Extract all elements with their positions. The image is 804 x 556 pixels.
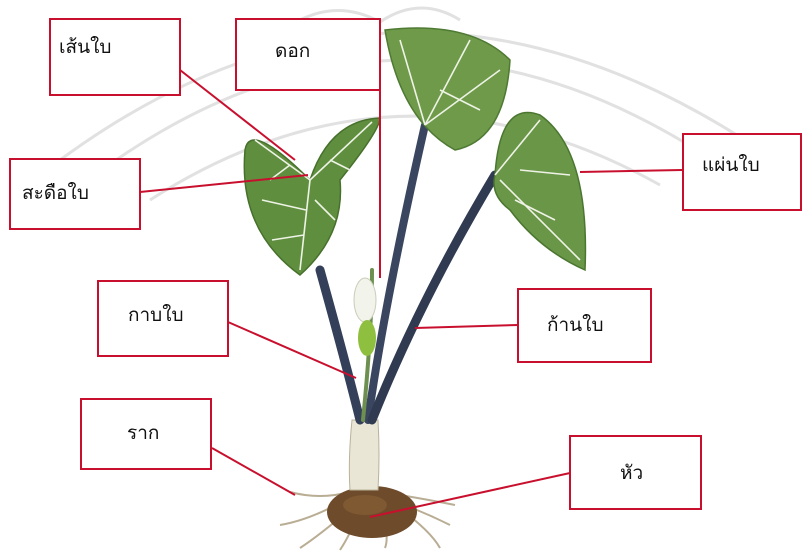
top-leaf [385, 28, 510, 150]
label-tuber: หัว [620, 458, 643, 488]
label-midrib: สะดือใบ [22, 178, 89, 208]
pointer-leaf-blade [580, 170, 682, 172]
right-leaf [494, 113, 585, 271]
label-petiole: ก้านใบ [547, 310, 604, 340]
base-stem [349, 420, 379, 490]
label-leaf-blade: แผ่นใบ [702, 150, 760, 180]
label-flower: ดอก [275, 36, 310, 66]
pointer-root [212, 448, 295, 495]
label-root: ราก [127, 418, 159, 448]
label-vein: เส้นใบ [59, 32, 111, 62]
label-sheath: กาบใบ [128, 300, 184, 330]
pointer-petiole [415, 325, 518, 328]
